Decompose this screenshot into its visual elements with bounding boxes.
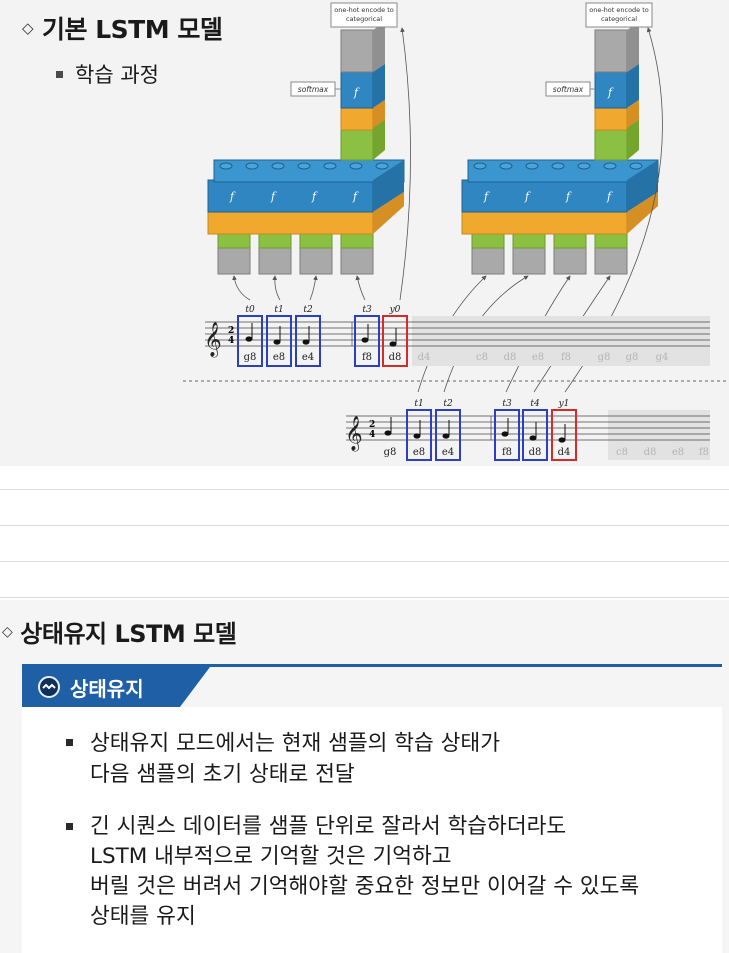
svg-text:categorical: categorical [346,15,382,23]
slide-lstm-basic: ◇ 기본 LSTM 모델 학습 과정 [0,0,729,466]
svg-text:softmax: softmax [298,85,329,94]
svg-text:g8: g8 [626,352,639,363]
svg-text:e8: e8 [532,352,544,363]
svg-text:g8: g8 [244,352,257,363]
lstm-training-diagram: f f f f f softmax one-hot encode to cate… [0,0,729,466]
svg-text:y1: y1 [558,399,570,409]
svg-text:d8: d8 [389,352,402,363]
svg-text:t3: t3 [362,305,372,315]
svg-text:f8: f8 [561,352,571,363]
bullet-item: 상태유지 모드에서는 현재 샘플의 학습 상태가 다음 샘플의 초기 상태로 전… [74,728,714,790]
svg-text:e4: e4 [442,447,454,458]
svg-text:d8: d8 [504,352,517,363]
svg-text:g4: g4 [656,352,669,363]
svg-text:4: 4 [369,430,375,440]
svg-text:t4: t4 [530,399,540,409]
svg-text:4: 4 [228,336,234,346]
square-bullet-icon [66,739,73,746]
music-staff-row-2: 𝄞 2 4 g8 e8 e4 f8 [345,399,710,460]
svg-text:t1: t1 [274,305,283,315]
svg-text:t2: t2 [443,399,453,409]
svg-text:e8: e8 [413,447,425,458]
svg-text:t1: t1 [414,399,423,409]
svg-text:d8: d8 [644,447,657,458]
svg-text:categorical: categorical [601,15,637,23]
svg-text:2: 2 [228,326,234,336]
svg-text:d4: d4 [418,352,431,363]
svg-text:softmax: softmax [553,85,584,94]
svg-text:one-hot encode to: one-hot encode to [589,6,649,14]
svg-text:𝄞: 𝄞 [345,416,363,452]
svg-text:f8: f8 [362,352,372,363]
bullet-line: 상태를 유지 [74,902,714,932]
svg-text:e4: e4 [302,352,314,363]
diamond-bullet-icon: ◇ [2,624,12,640]
slide-stateful-lstm: ◇ 상태유지 LSTM 모델 상태유지 상태유지 모드에서는 현재 샘플의 학습… [0,600,729,953]
svg-text:d4: d4 [558,447,571,458]
square-bullet-icon [66,823,73,830]
svg-text:g8: g8 [384,447,397,458]
bullet-line: LSTM 내부적으로 기억할 것은 기억하고 [74,842,714,872]
bullet-line: 상태유지 모드에서는 현재 샘플의 학습 상태가 [74,728,714,759]
divider-line [0,561,729,562]
svg-text:y0: y0 [389,305,401,315]
slide-title-text: 상태유지 LSTM 모델 [20,614,236,649]
divider-line [0,525,729,526]
section-tab: 상태유지 [22,667,210,707]
svg-text:c8: c8 [476,352,488,363]
svg-text:one-hot encode to: one-hot encode to [334,6,394,14]
svg-text:𝄞: 𝄞 [204,322,222,358]
bullet-item: 긴 시퀀스 데이터를 샘플 단위로 잘라서 학습하더라도 LSTM 내부적으로 … [74,812,714,932]
wave-icon [38,676,60,698]
svg-text:c8: c8 [616,447,628,458]
bullet-line: 긴 시퀀스 데이터를 샘플 단위로 잘라서 학습하더라도 [74,812,714,842]
svg-text:t0: t0 [245,305,255,315]
music-staff-row-1: 𝄞 2 4 g8 e8 e4 f [204,305,710,366]
lstm-model-1: f f f f f softmax one-hot encode to cate… [208,3,411,300]
svg-text:d8: d8 [529,447,542,458]
svg-text:e8: e8 [273,352,285,363]
svg-text:t2: t2 [303,305,313,315]
svg-text:f8: f8 [699,447,709,458]
section-tab-label: 상태유지 [70,673,144,702]
svg-text:t3: t3 [502,399,512,409]
bullet-line: 다음 샘플의 초기 상태로 전달 [74,759,714,790]
divider-line [0,489,729,490]
bullet-line: 버릴 것은 버려서 기억해야할 중요한 정보만 이어갈 수 있도록 [74,872,714,902]
svg-text:g8: g8 [598,352,611,363]
svg-text:e8: e8 [672,447,684,458]
svg-text:f8: f8 [502,447,512,458]
slide-title: ◇ 상태유지 LSTM 모델 [2,614,236,649]
svg-text:2: 2 [369,420,375,430]
divider-line [0,597,729,598]
section-header-bar [22,664,722,667]
